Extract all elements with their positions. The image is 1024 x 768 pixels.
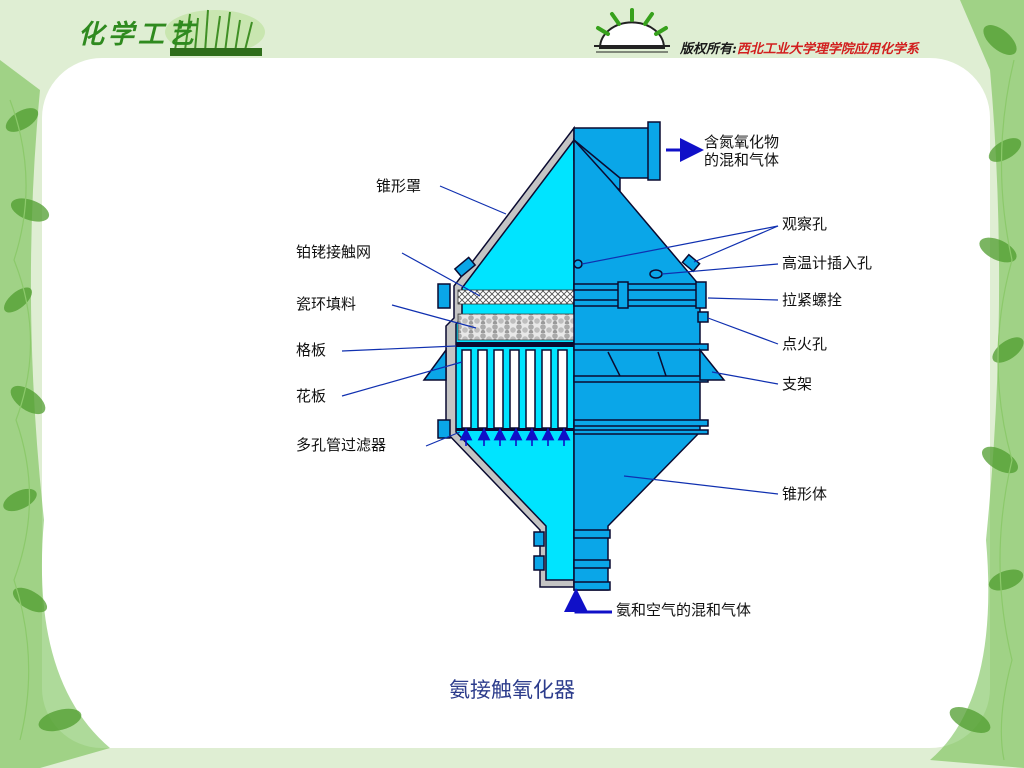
label-grid-plate: 格板 bbox=[296, 341, 327, 359]
header-copyright: 版权所有:西北工业大学理学院应用化学系 bbox=[680, 38, 919, 57]
filter-flow-arrows bbox=[459, 427, 571, 446]
label-outlet-line2: 的混和气体 bbox=[704, 151, 780, 169]
label-ceramic-rings: 瓷环填料 bbox=[296, 295, 357, 313]
label-tension-bolt: 拉紧螺拴 bbox=[782, 291, 843, 309]
label-cone-body: 锥形体 bbox=[782, 485, 828, 503]
reactor-left-section bbox=[422, 125, 575, 588]
copyright-institution: 西北工业大学理学院应用化学系 bbox=[736, 42, 919, 57]
label-outlet-line1: 含氮氧化物 bbox=[704, 133, 780, 151]
label-flower-plate: 花板 bbox=[296, 387, 327, 405]
label-porous-filter: 多孔管过滤器 bbox=[296, 436, 387, 454]
reactor-right-section bbox=[573, 121, 726, 591]
label-support: 支架 bbox=[782, 375, 813, 393]
label-leader-lines bbox=[341, 185, 779, 495]
copyright-prefix: 版权所有: bbox=[680, 42, 737, 57]
header-title: 化学工艺 bbox=[78, 20, 199, 50]
sunrise-logo-icon bbox=[594, 8, 670, 53]
header-grass-emblem bbox=[165, 9, 265, 56]
figure-caption: 氨接触氧化器 bbox=[449, 678, 575, 702]
label-ignition-hole: 点火孔 bbox=[782, 335, 828, 353]
label-pt-rh-gauze: 铂铑接触网 bbox=[296, 243, 372, 261]
label-cone-hood: 锥形罩 bbox=[376, 177, 422, 195]
label-sight-hole: 观察孔 bbox=[782, 215, 828, 233]
flow-arrows bbox=[564, 138, 704, 614]
label-thermometer-hole: 高温计插入孔 bbox=[782, 254, 873, 272]
label-inlet: 氨和空气的混和气体 bbox=[616, 601, 752, 619]
